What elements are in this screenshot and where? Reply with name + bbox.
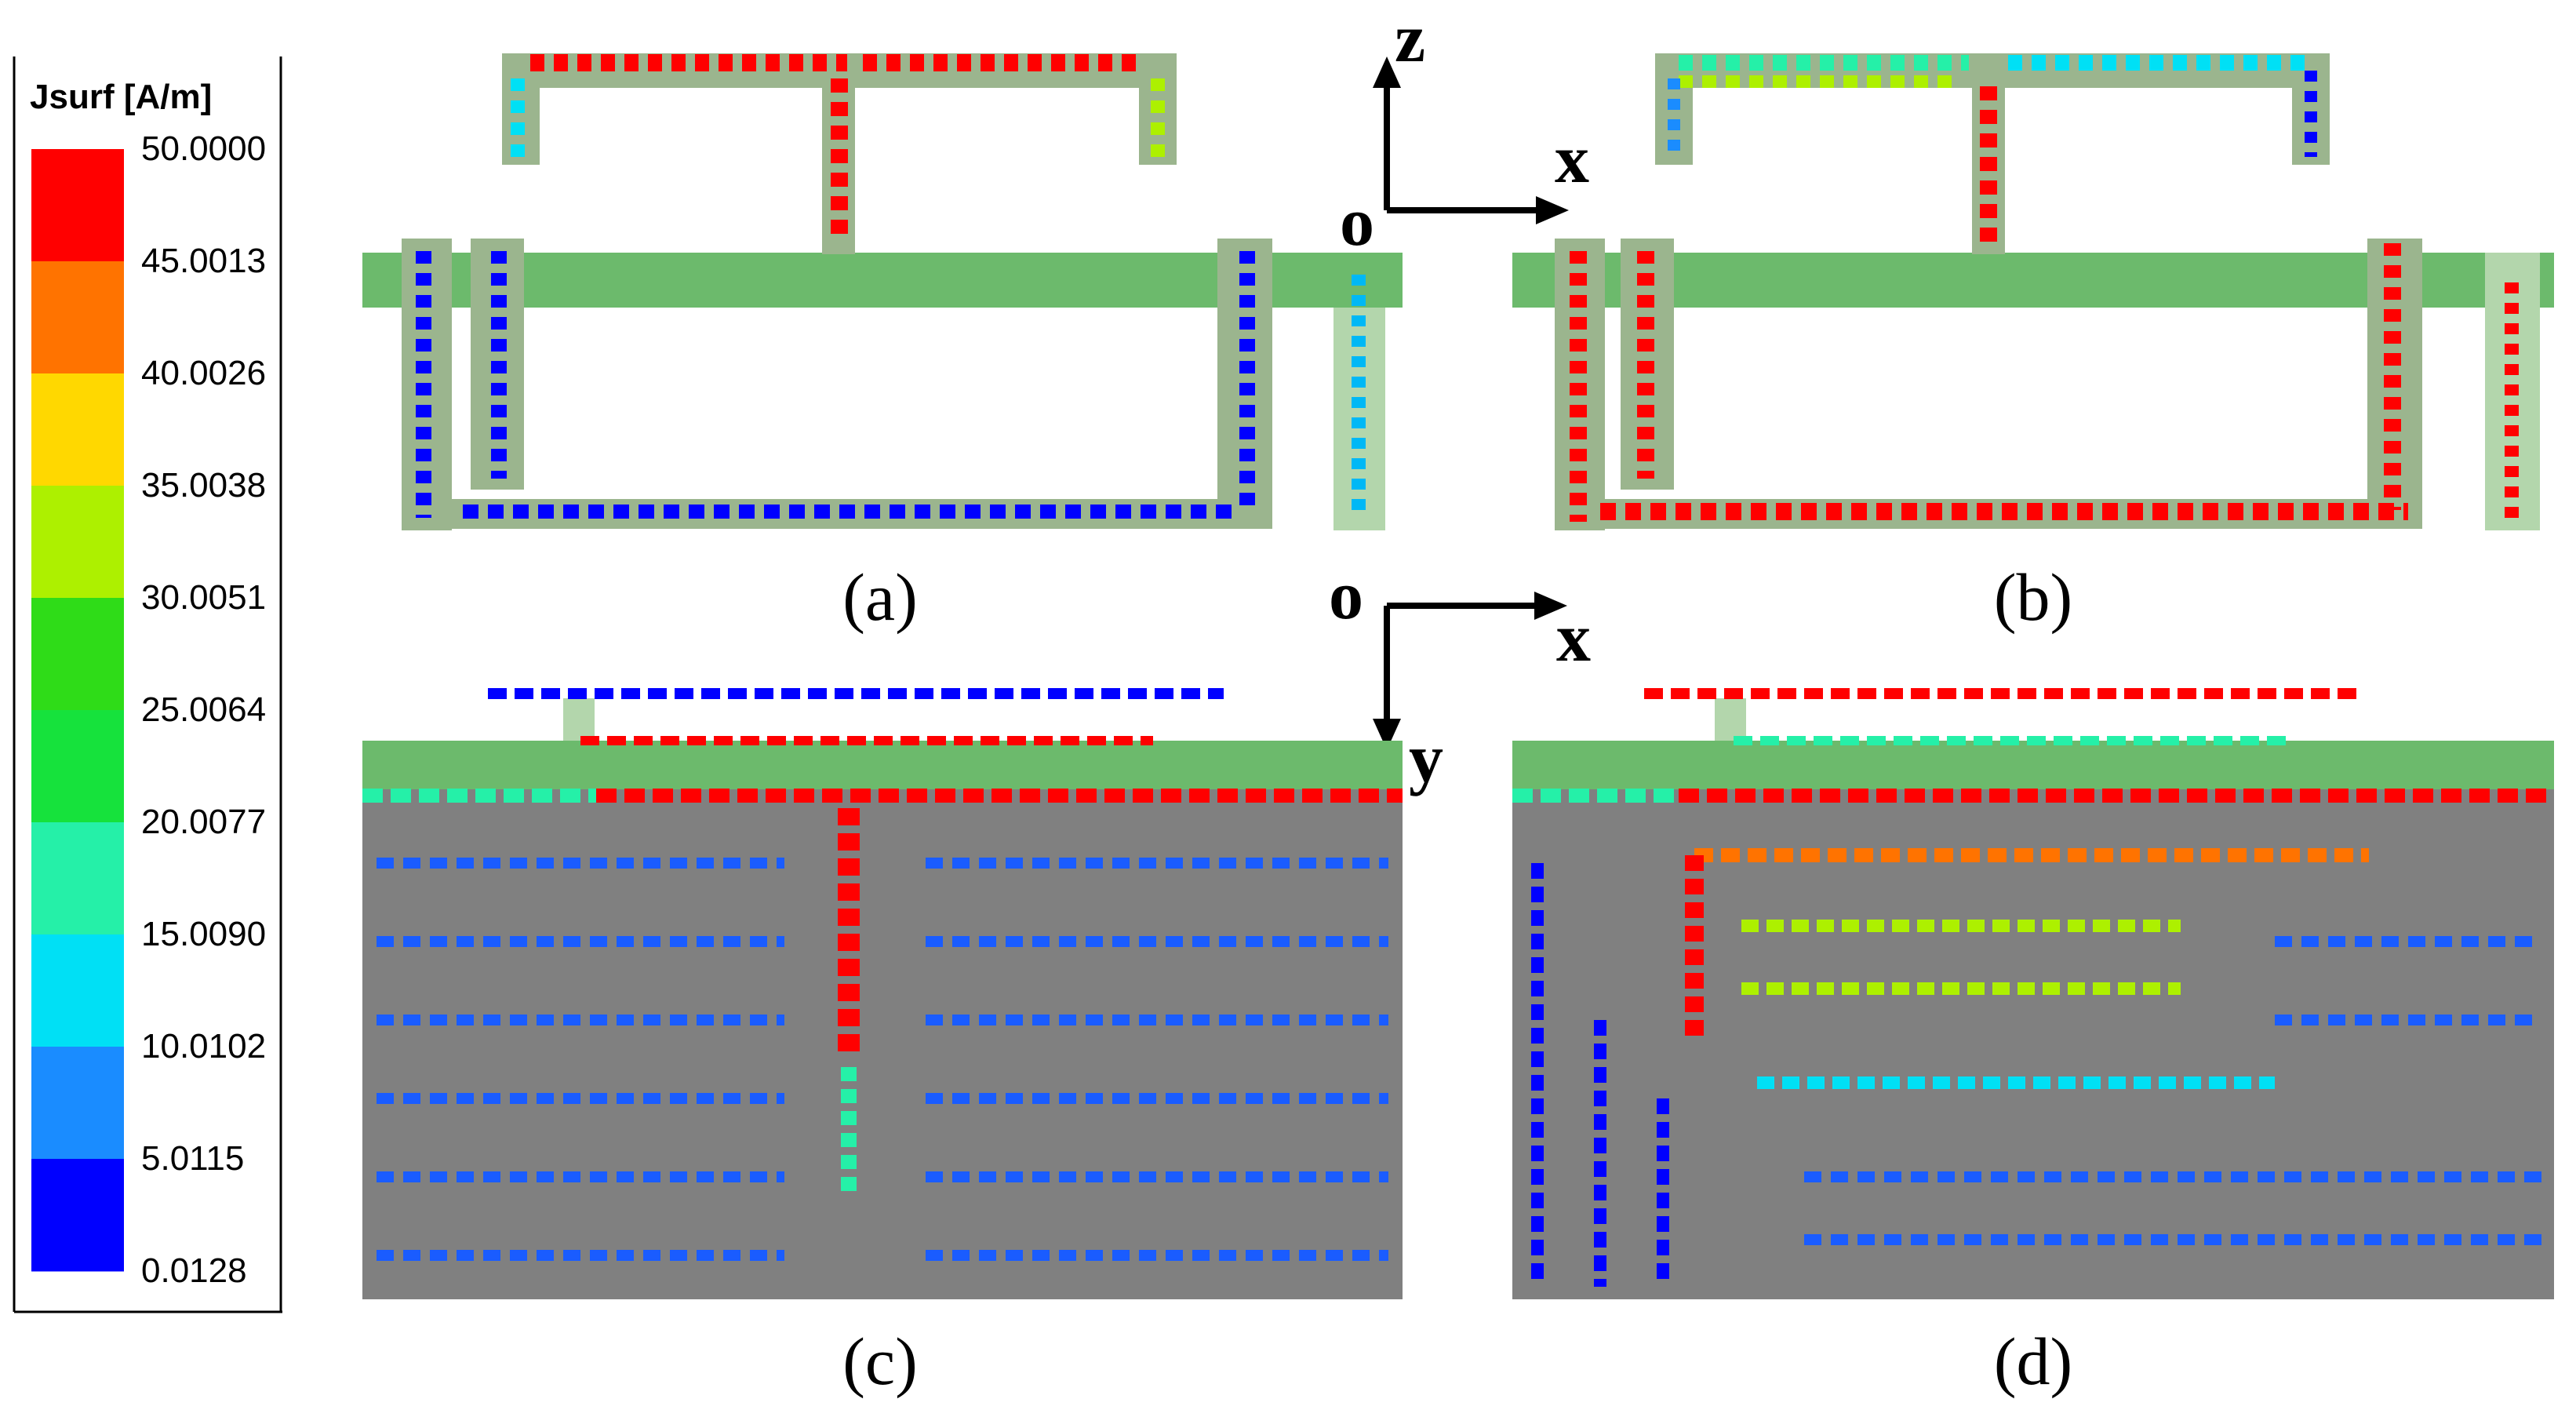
legend-color-bins xyxy=(31,149,124,1272)
legend-tick-label: 20.0077 xyxy=(141,803,266,841)
pin-c xyxy=(563,698,595,741)
y-axis-arrowhead xyxy=(1373,719,1401,750)
substrate-edge-c xyxy=(362,741,1403,789)
origin-label-top: o xyxy=(1340,184,1374,260)
legend-tick-label: 50.0000 xyxy=(141,129,266,168)
legend-tick-label: 15.0090 xyxy=(141,915,266,953)
legend-bin xyxy=(31,373,124,486)
panel-b: (b) xyxy=(1512,53,2554,635)
ground-plane-c xyxy=(362,788,1403,1299)
pin-d xyxy=(1715,698,1746,741)
panel-a: (a) xyxy=(362,53,1403,635)
x-axis-arrowhead-bottom xyxy=(1534,592,1567,620)
loop-current-inner-d xyxy=(1741,920,2181,995)
current-arrows-a xyxy=(416,54,1366,519)
legend-bin xyxy=(31,149,124,262)
current-arrows-b xyxy=(1570,55,2519,522)
legend-tick-label: 0.0128 xyxy=(141,1251,247,1290)
panel-c: (c) xyxy=(362,688,1403,1399)
legend-bin xyxy=(31,934,124,1047)
caption-d: (d) xyxy=(1994,1324,2072,1399)
axes-xy: x y o xyxy=(1329,558,1591,797)
legend-tick-label: 45.0013 xyxy=(141,242,266,280)
legend-tick-label: 40.0026 xyxy=(141,354,266,392)
caption-b: (b) xyxy=(1994,559,2072,635)
x-axis-label-bottom: x xyxy=(1556,600,1591,676)
feed-post-b xyxy=(1972,53,2005,254)
substrate-edge-d xyxy=(1512,741,2554,789)
origin-label-bottom: o xyxy=(1329,558,1363,634)
legend-bin xyxy=(31,261,124,374)
color-legend: Jsurf [A/m] 50.0000 45.0013 40.0026 35.0038… xyxy=(13,56,282,1313)
legend-bin xyxy=(31,1159,124,1272)
y-axis-label: y xyxy=(1409,721,1443,797)
legend-bin xyxy=(31,1047,124,1160)
field-current-left-d xyxy=(1531,863,1669,1287)
ground-plane-d xyxy=(1512,788,2554,1299)
legend-bin xyxy=(31,486,124,599)
z-axis-label: z xyxy=(1395,1,1425,77)
x-axis-arrowhead-top xyxy=(1536,196,1569,224)
legend-tick-label: 25.0064 xyxy=(141,690,266,729)
axes-xz: z x o xyxy=(1340,1,1589,260)
legend-bin xyxy=(31,710,124,823)
legend-bin xyxy=(31,822,124,935)
legend-tick-label: 30.0051 xyxy=(141,578,266,617)
z-axis-arrowhead xyxy=(1373,56,1401,88)
field-current-left-c xyxy=(377,858,784,1261)
legend-bin xyxy=(31,598,124,711)
legend-tick-label: 35.0038 xyxy=(141,466,266,505)
x-axis-label-top: x xyxy=(1555,122,1589,198)
legend-tick-label: 5.0115 xyxy=(141,1139,244,1178)
caption-c: (c) xyxy=(842,1324,917,1399)
legend-tick-labels: 50.0000 45.0013 40.0026 35.0038 30.0051 25.00… xyxy=(141,129,266,1290)
current-arrows-c xyxy=(362,688,1403,1261)
legend-tick-label: 10.0102 xyxy=(141,1027,266,1065)
caption-a: (a) xyxy=(842,559,917,635)
legend-title: Jsurf [A/m] xyxy=(30,78,212,116)
current-arrows-d xyxy=(1512,688,2554,1287)
panel-d: (d) xyxy=(1512,688,2554,1399)
